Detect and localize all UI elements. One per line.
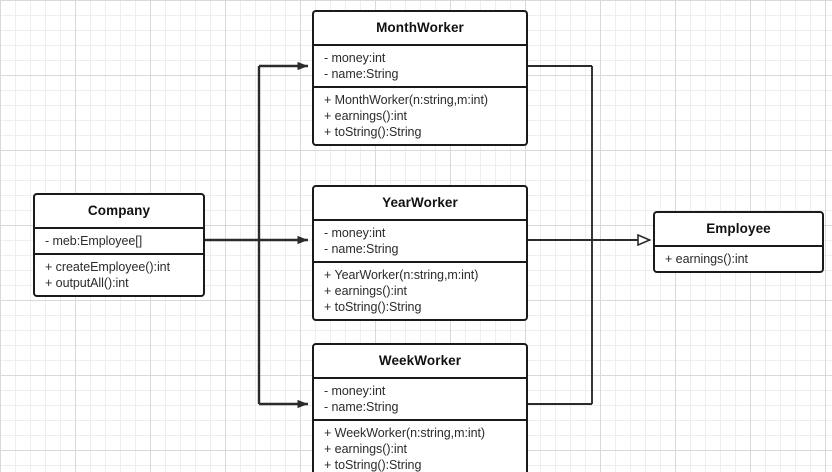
class-methods-company: + createEmployee():int + outputAll():int <box>35 252 203 295</box>
class-member: + earnings():int <box>324 441 407 456</box>
class-title-employee: Employee <box>655 213 822 247</box>
class-attributes-yearworker: - money:int - name:String <box>314 221 526 261</box>
class-methods-yearworker: + YearWorker(n:string,m:int) + earnings(… <box>314 260 526 319</box>
class-title-company: Company <box>35 195 203 229</box>
connector-company-to-workers <box>205 61 308 409</box>
class-attributes-weekworker: - money:int - name:String <box>314 379 526 419</box>
connector-workers-to-employee <box>528 65 650 405</box>
class-member: - name:String <box>324 399 399 414</box>
class-title-yearworker: YearWorker <box>314 187 526 221</box>
class-methods-weekworker: + WeekWorker(n:string,m:int) + earnings(… <box>314 418 526 472</box>
class-member: + MonthWorker(n:string,m:int) <box>324 92 488 107</box>
class-member: + earnings():int <box>324 283 407 298</box>
class-member: + toString():String <box>324 457 422 472</box>
class-member: + toString():String <box>324 124 422 139</box>
class-member: + toString():String <box>324 299 422 314</box>
class-title-monthworker: MonthWorker <box>314 12 526 46</box>
class-member: - name:String <box>324 66 399 81</box>
class-box-yearworker[interactable]: YearWorker - money:int - name:String + Y… <box>312 185 528 321</box>
class-member: + earnings():int <box>324 108 407 123</box>
class-box-monthworker[interactable]: MonthWorker - money:int - name:String + … <box>312 10 528 146</box>
class-box-employee[interactable]: Employee + earnings():int <box>653 211 824 273</box>
class-member: + earnings():int <box>665 251 748 266</box>
class-methods-employee: + earnings():int <box>655 247 822 271</box>
class-box-company[interactable]: Company - meb:Employee[] + createEmploye… <box>33 193 205 297</box>
class-member: - money:int <box>324 383 386 398</box>
class-attributes-monthworker: - money:int - name:String <box>314 46 526 86</box>
class-member: - meb:Employee[] <box>45 233 143 248</box>
class-member: + WeekWorker(n:string,m:int) <box>324 425 486 440</box>
class-member: + createEmployee():int <box>45 259 170 274</box>
class-member: + outputAll():int <box>45 275 129 290</box>
class-member: + YearWorker(n:string,m:int) <box>324 267 479 282</box>
class-member: - money:int <box>324 225 386 240</box>
class-title-weekworker: WeekWorker <box>314 345 526 379</box>
class-member: - money:int <box>324 50 386 65</box>
class-methods-monthworker: + MonthWorker(n:string,m:int) + earnings… <box>314 85 526 144</box>
class-box-weekworker[interactable]: WeekWorker - money:int - name:String + W… <box>312 343 528 472</box>
class-member: - name:String <box>324 241 399 256</box>
class-attributes-company: - meb:Employee[] <box>35 229 203 253</box>
